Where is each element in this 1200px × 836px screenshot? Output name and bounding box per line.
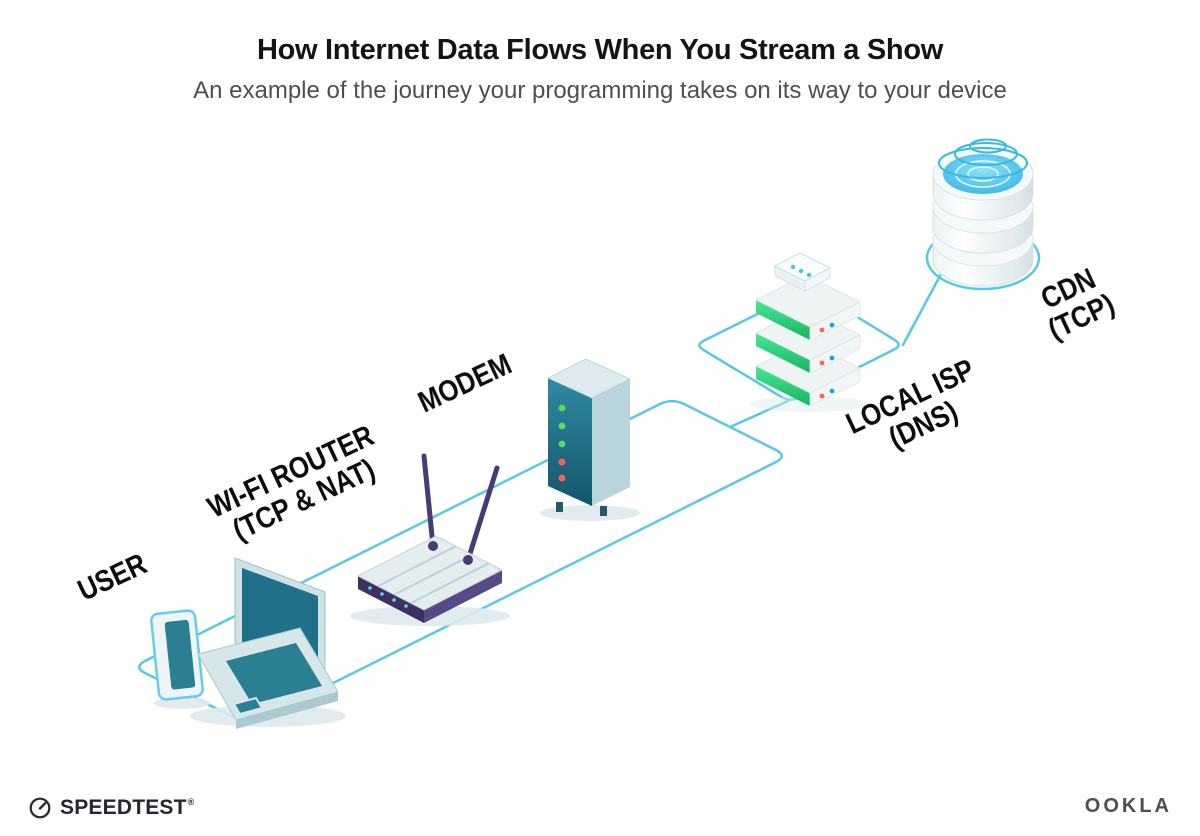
cdn-signal-rings [938,138,1028,179]
page-subtitle: An example of the journey your programmi… [193,77,1007,104]
smartphone-icon [150,609,204,701]
speedtest-trademark: ® [187,797,195,807]
header: How Internet Data Flows When You Stream … [0,34,1200,105]
path-connector-isp-to-cdn [901,272,943,347]
modem-status-leds [558,404,566,482]
ookla-logo: OOKLA [1084,795,1172,817]
modem-illustration [547,358,631,516]
speedtest-gauge-icon [29,797,51,819]
path-connector-modem-to-isp [728,399,790,429]
isp-server-illustration [755,252,861,407]
wifi-router-illustration [356,453,504,623]
user-devices-illustration [150,557,339,729]
cdn-database-illustration [932,138,1034,287]
path-band-user-to-modem [138,399,783,724]
speedtest-logo: SPEEDTEST® [28,796,194,820]
speedtest-wordmark: SPEEDTEST [60,796,187,819]
page-title: How Internet Data Flows When You Stream … [256,34,944,66]
laptop-icon [197,557,339,729]
